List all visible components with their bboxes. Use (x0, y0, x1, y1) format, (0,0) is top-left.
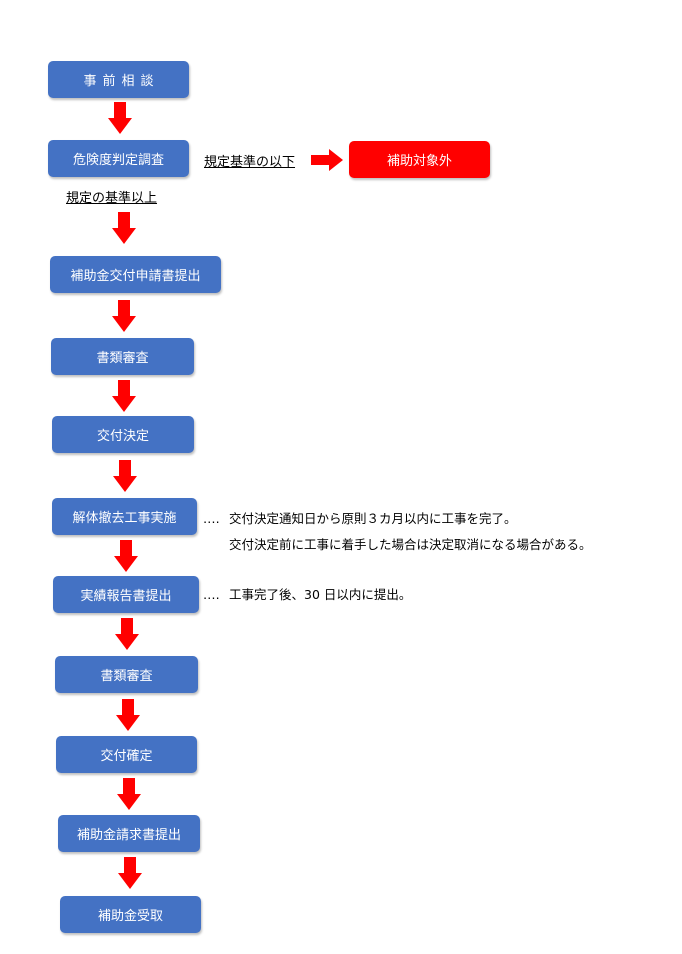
right-arrow-icon (311, 149, 343, 171)
note-dots-work: ‥‥ (203, 511, 220, 526)
step-application-submission[interactable]: 補助金交付申請書提出 (50, 256, 221, 293)
step-grant-receipt[interactable]: 補助金受取 (60, 896, 201, 933)
down-arrow-icon (117, 778, 141, 810)
step-grant-confirmation[interactable]: 交付確定 (56, 736, 197, 773)
down-arrow-icon (114, 540, 138, 572)
branch-above-label: 規定の基準以上 (66, 191, 158, 206)
down-arrow-icon (118, 857, 142, 889)
branch-below-label: 規定基準の以下 (204, 155, 296, 170)
outcome-not-eligible[interactable]: 補助対象外 (349, 141, 490, 178)
note-work-line1: 交付決定通知日から原則３カ月以内に工事を完了。 (229, 511, 517, 526)
down-arrow-icon (112, 380, 136, 412)
note-report: 工事完了後、30 日以内に提出。 (229, 587, 412, 602)
down-arrow-icon (113, 460, 137, 492)
step-document-review-2[interactable]: 書類審査 (55, 656, 198, 693)
note-dots-report: ‥‥ (203, 587, 220, 602)
step-document-review[interactable]: 書類審査 (51, 338, 194, 375)
down-arrow-icon (116, 699, 140, 731)
down-arrow-icon (112, 300, 136, 332)
down-arrow-icon (112, 212, 136, 244)
note-work-line2: 交付決定前に工事に着手した場合は決定取消になる場合がある。 (229, 537, 592, 552)
step-payment-request[interactable]: 補助金請求書提出 (58, 815, 200, 852)
down-arrow-icon (115, 618, 139, 650)
step-consultation[interactable]: 事前相談 (48, 61, 189, 98)
step-risk-assessment[interactable]: 危険度判定調査 (48, 140, 189, 177)
down-arrow-icon (108, 102, 132, 134)
step-report-submission[interactable]: 実績報告書提出 (53, 576, 199, 613)
step-grant-decision[interactable]: 交付決定 (52, 416, 194, 453)
step-demolition-work[interactable]: 解体撤去工事実施 (52, 498, 197, 535)
